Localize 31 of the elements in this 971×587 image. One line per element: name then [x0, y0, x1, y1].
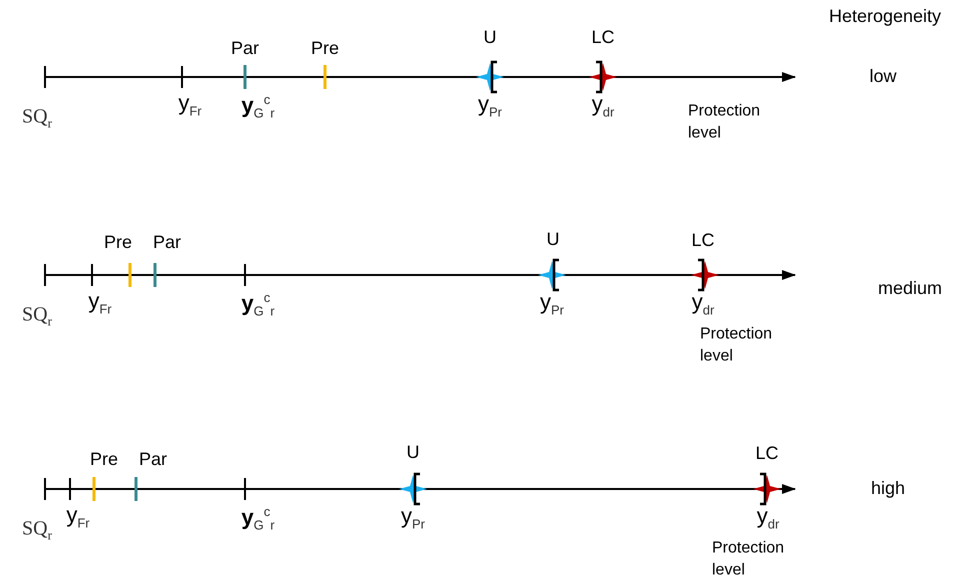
marker-label: U: [406, 443, 420, 463]
marker-label: Pre: [90, 450, 118, 470]
row-label: low: [870, 67, 896, 87]
axis-label: Protection level: [700, 324, 774, 366]
marker-label: Pre: [104, 233, 132, 253]
marker-label: Par: [139, 450, 167, 470]
marker-label: Par: [153, 233, 181, 253]
axis-label: Protection level: [712, 538, 786, 580]
point-label: y$_{Fr}$: [178, 91, 202, 119]
point-label: SQ$_{r}$: [22, 105, 52, 131]
point-label: y$_{Pr}$: [540, 290, 564, 318]
marker-label: Par: [231, 39, 259, 59]
point-label: SQ$_{r}$: [22, 303, 52, 329]
point-label: y$_{dr}$: [756, 504, 780, 532]
row-label: medium: [878, 279, 942, 299]
marker-label: LC: [592, 28, 614, 48]
marker-label: LC: [692, 231, 714, 251]
axis-title: Heterogeneity: [828, 7, 942, 27]
row-label: high: [870, 479, 906, 499]
marker-label: LC: [756, 444, 778, 464]
point-label: y$_{Fr}$: [88, 289, 112, 317]
point-label: y$_{Pr}$: [478, 92, 502, 120]
point-label: y$_{dr}$: [692, 290, 714, 318]
point-label: y$_{Pr}$: [401, 504, 425, 532]
axis-label: Protection level: [688, 101, 762, 143]
marker-label: U: [484, 28, 496, 48]
point-label: SQ$_{r}$: [22, 517, 52, 543]
point-label: y$_{Fr}$: [66, 503, 90, 531]
marker-label: Pre: [311, 39, 339, 59]
marker-label: U: [546, 230, 560, 250]
point-label: y$_{dr}$: [592, 92, 614, 120]
